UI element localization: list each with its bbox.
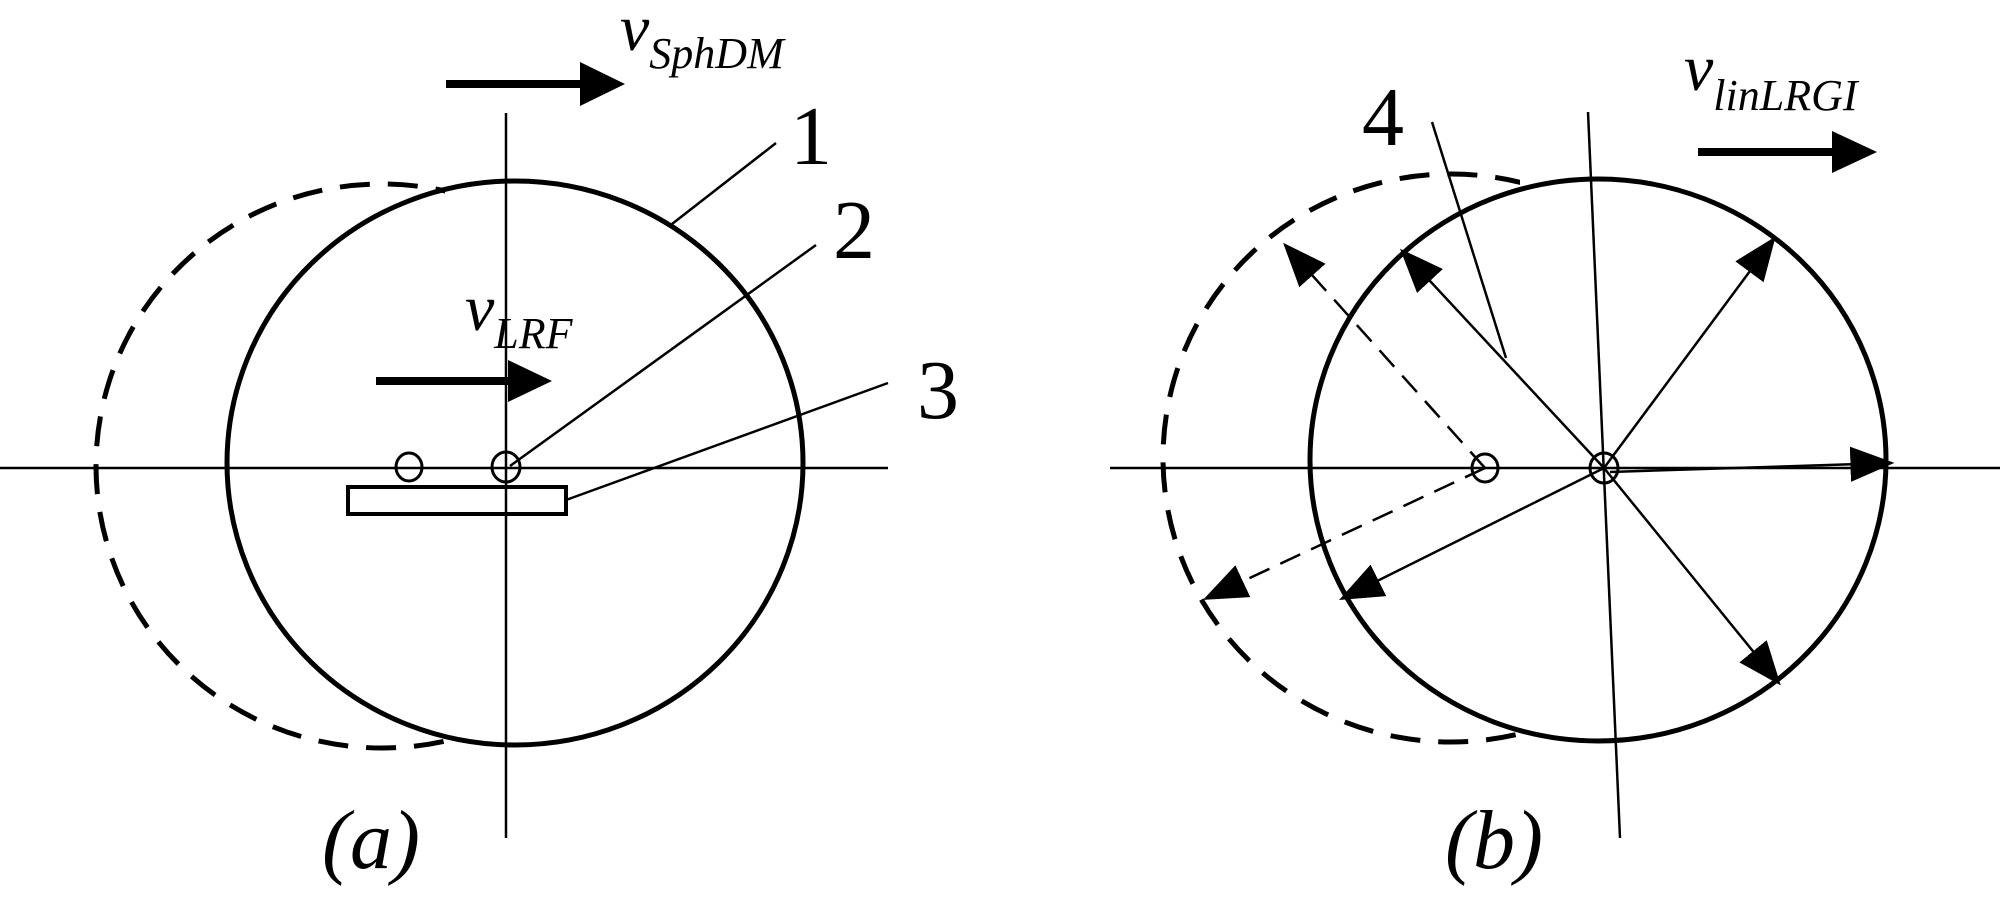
velocity-arrow-linlrgi <box>1698 131 1877 173</box>
vertical-axis-b <box>1586 111 1622 839</box>
panel-b: 4 vlinLRGI (b) <box>1110 32 2000 887</box>
callout-3: 3 <box>917 344 959 437</box>
radial-arrows-solid <box>1339 236 1895 686</box>
caption-a: (a) <box>322 794 420 887</box>
label-v-linlrgi: vlinLRGI <box>1684 32 1860 120</box>
velocity-arrow-lrf <box>376 360 552 402</box>
panel-a: vSphDM vLRF 1 2 3 (a) <box>0 0 959 887</box>
leader-line-1 <box>671 142 777 225</box>
callout-4: 4 <box>1362 71 1404 164</box>
velocity-arrow-sphdm <box>446 62 625 106</box>
small-circle-center <box>490 450 522 484</box>
caption-b: (b) <box>1445 794 1543 887</box>
leader-line-3 <box>565 381 889 502</box>
solid-circle-sphere <box>224 178 806 748</box>
leader-line-2 <box>509 243 817 468</box>
radial-arrows-dashed <box>1203 242 1486 600</box>
small-circle-previous-center <box>1470 452 1500 484</box>
small-circle-left <box>394 451 424 483</box>
label-v-sphdm: vSphDM <box>620 0 786 78</box>
dashed-circle-previous-position-b <box>1160 171 1520 745</box>
rectangle-element <box>346 485 568 516</box>
callout-2: 2 <box>833 184 875 277</box>
callout-1: 1 <box>790 90 832 183</box>
dashed-circle-previous-position <box>93 181 445 751</box>
label-v-lrf: vLRF <box>465 272 574 358</box>
leader-line-4 <box>1430 121 1508 359</box>
small-circle-current-center <box>1588 451 1620 485</box>
